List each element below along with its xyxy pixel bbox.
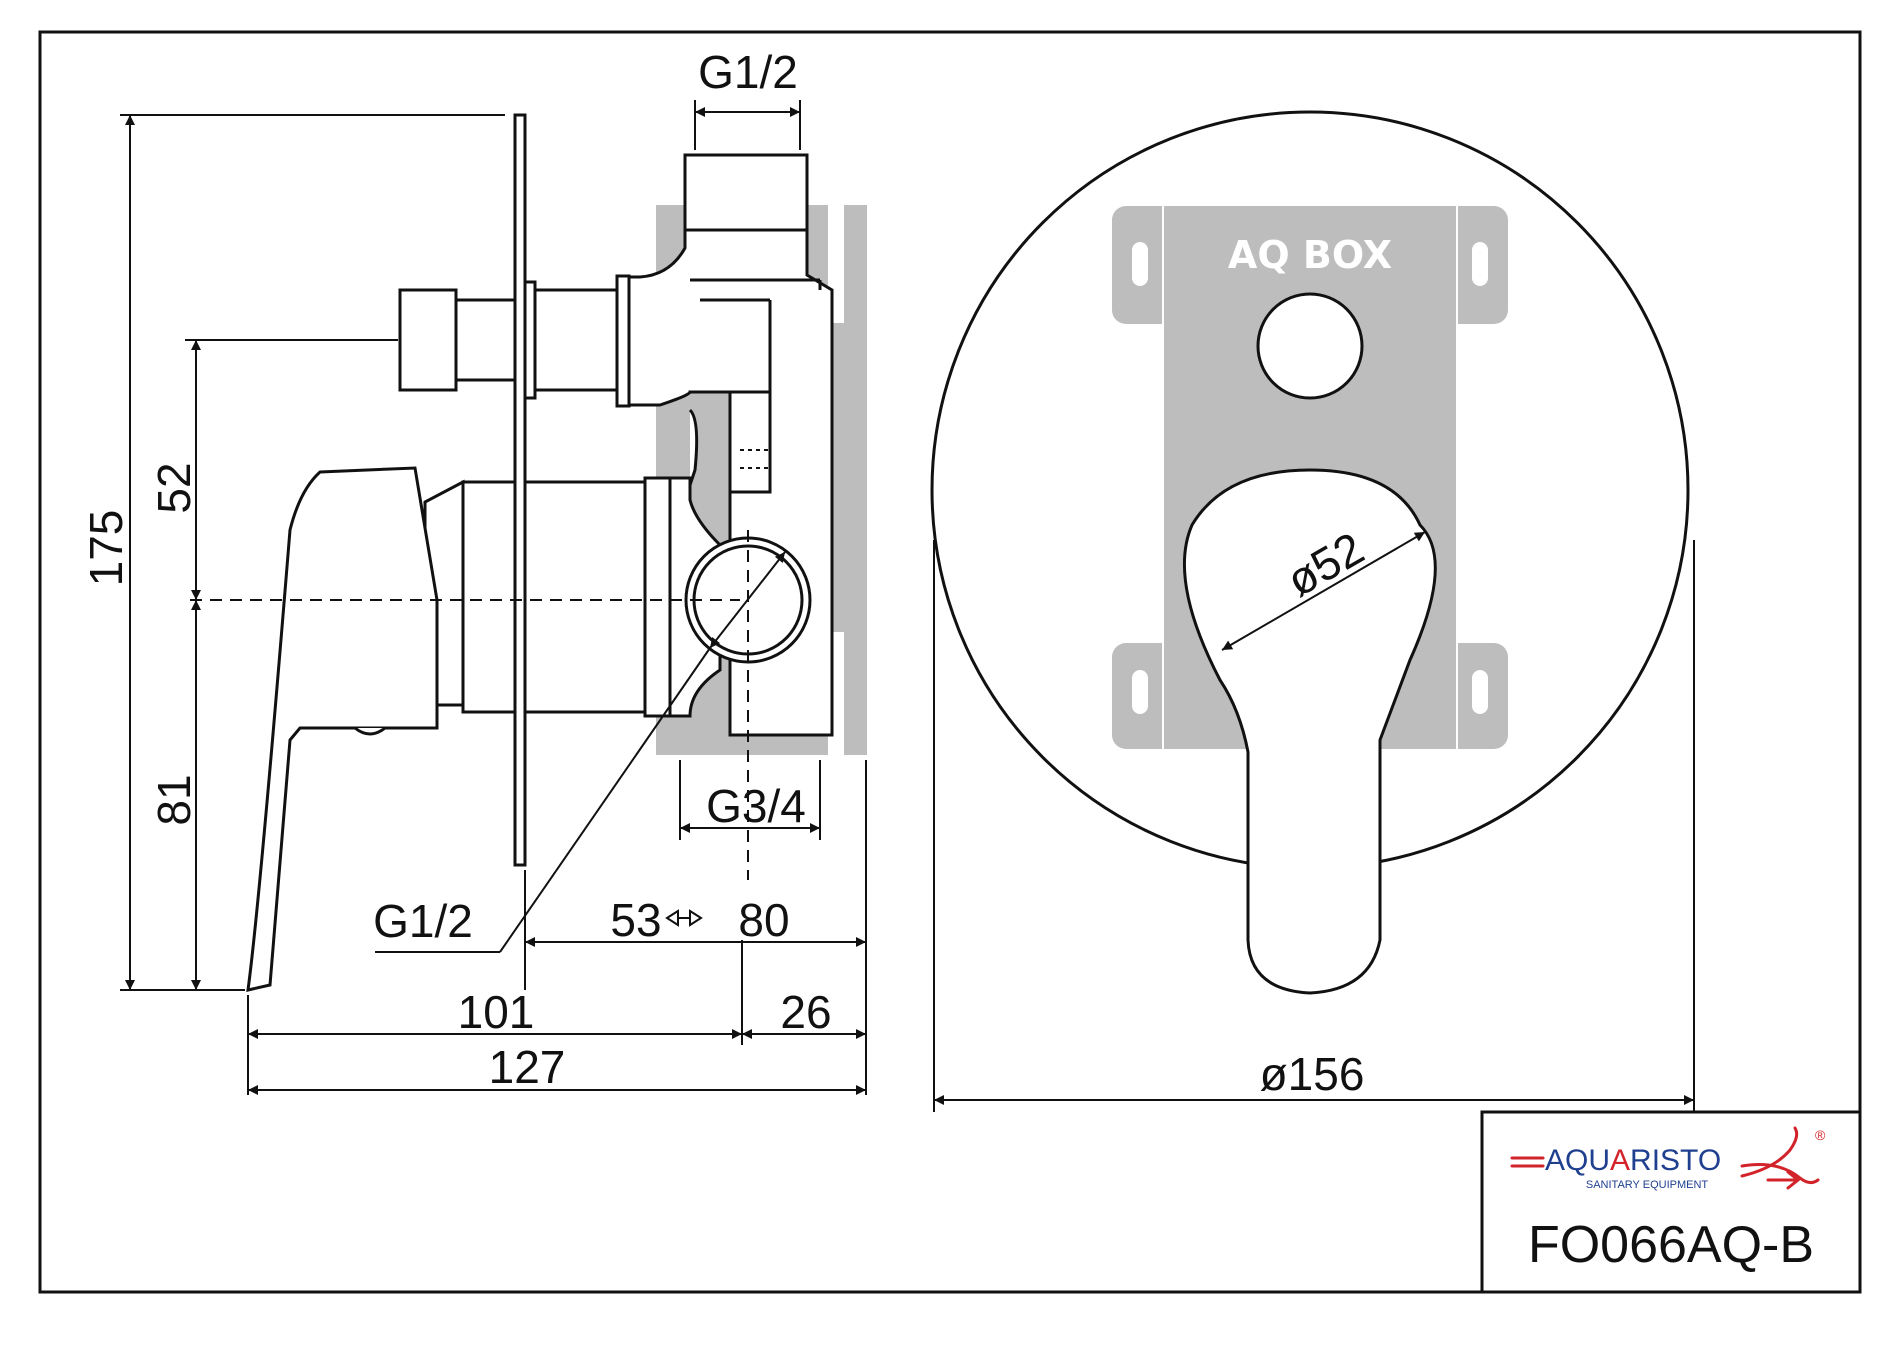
diverter-spindle — [398, 274, 631, 408]
brand-highlight: A — [1610, 1144, 1630, 1177]
dim-depth-main: 101 — [458, 986, 535, 1038]
brand-prefix: AQU — [1545, 1144, 1610, 1177]
dim-height-total: 175 — [80, 510, 132, 587]
dim-height-lower: 81 — [148, 774, 200, 825]
brand-tagline: SANITARY EQUIPMENT — [1586, 1179, 1709, 1191]
aq-box-label: AQ BOX — [1228, 233, 1392, 277]
title-block: AQUARISTO ® SANITARY EQUIPMENT FO066AQ-B — [1480, 1110, 1862, 1294]
product-code: FO066AQ-B — [1528, 1216, 1814, 1274]
dim-depth-from: 53 — [610, 894, 661, 946]
front-dimensions — [933, 531, 1695, 1112]
dim-bottom-connection: G3/4 — [706, 780, 806, 832]
brand-name: AQUARISTO — [1545, 1144, 1721, 1177]
dim-depth-to: 80 — [738, 894, 789, 946]
drawing-frame — [38, 30, 1862, 1294]
side-view — [190, 113, 867, 992]
brand-logo-icon — [1510, 1126, 1820, 1190]
dim-top-connection: G1/2 — [698, 46, 798, 98]
dim-side-connection: G1/2 — [373, 895, 473, 947]
lever-handle-side — [246, 466, 439, 992]
dim-height-upper: 52 — [148, 462, 200, 513]
dim-depth-total: 127 — [489, 1041, 566, 1093]
range-arrow-icon — [665, 909, 703, 927]
side-dimensions — [120, 100, 867, 1095]
brand-suffix: RISTO — [1630, 1144, 1721, 1177]
registered-mark: ® — [1815, 1127, 1826, 1143]
cartridge-body — [423, 476, 722, 718]
dim-plate-diameter: ø156 — [1260, 1048, 1365, 1100]
dim-depth-extra: 26 — [780, 986, 831, 1038]
